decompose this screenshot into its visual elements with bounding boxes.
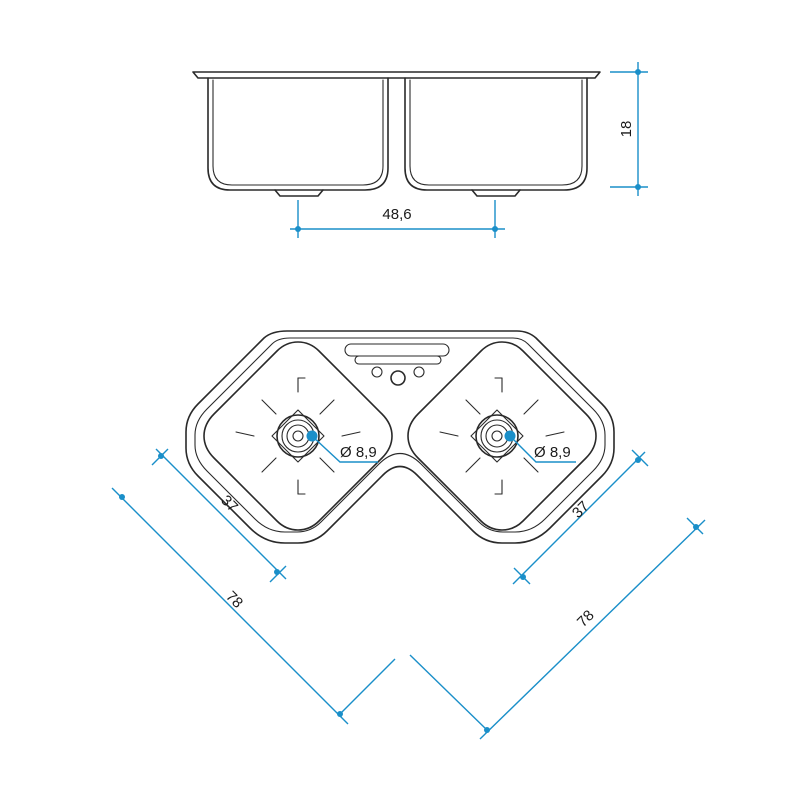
tap-hole-center [390,370,406,386]
sink-inner-rim [194,337,606,533]
faucet-deck [344,343,450,386]
left-drain-stub [274,189,324,197]
sink-top-view [185,330,615,544]
right-drain-strainer [470,409,524,463]
right-bowl-grooves [439,377,565,495]
height-dimension-label: 18 [618,121,635,138]
tap-hole-right [413,366,425,378]
right-bowl [407,341,597,531]
right-drain-diameter-label: Ø 8,9 [534,444,571,461]
sink-side-view [192,71,601,197]
left-bowl [203,341,393,531]
sink-rim [192,71,601,79]
left-bowl-grooves [235,377,361,495]
right-overall-dimension: 78 [409,517,706,740]
left-bowl-profile [207,77,389,191]
right-bowl-depth-label: 37 [569,498,593,522]
left-overall-dimension: 78 [111,487,396,725]
height-dimension: 18 [610,62,648,196]
drain-spacing-label: 48,6 [382,206,411,223]
right-drain-stub [471,189,521,197]
tap-hole-left [371,366,383,378]
left-bowl-depth-dimension: 37 [151,448,287,583]
right-bowl-depth-dimension: 37 [512,449,649,585]
left-drain-diameter-label: Ø 8,9 [340,444,377,461]
right-bowl-profile [404,77,588,191]
left-drain-strainer [271,409,325,463]
left-drain-diameter-callout: Ø 8,9 [311,435,378,463]
left-bowl-depth-label: 37 [217,492,241,516]
right-drain-diameter-callout: Ø 8,9 [509,435,576,463]
drain-spacing-dimension: 48,6 [290,200,505,238]
sink-outer-rim [185,330,615,544]
left-overall-label: 78 [222,588,246,612]
